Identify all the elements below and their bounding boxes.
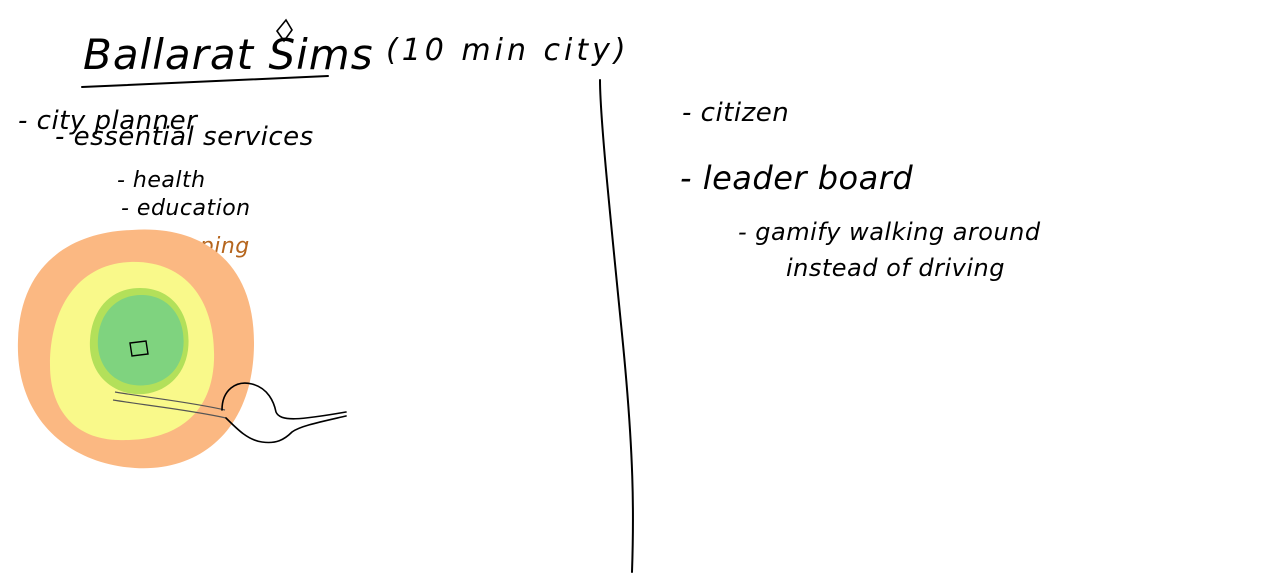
column-divider (599, 79, 634, 573)
essential-services-heading: - essential services (55, 122, 314, 152)
diamond-icon (275, 18, 293, 43)
center-square-icon (129, 340, 149, 357)
city-planner-heading: - city planner (18, 106, 198, 136)
list-item-health: - health (117, 168, 206, 193)
list-item-education: - education (121, 196, 251, 221)
ten-minute-zone-sketch (17, 229, 347, 469)
instead-of-driving-line: instead of driving (786, 254, 1005, 282)
citizen-heading: - citizen (682, 98, 790, 128)
road-line-upper (114, 391, 226, 411)
center-zone (97, 294, 184, 386)
leader-board-heading: - leader board (680, 159, 914, 197)
road-line-lower (112, 399, 227, 419)
subtitle: (10 min city) (386, 33, 630, 68)
path-outline (221, 382, 347, 444)
page-title: Ballarat Sims (83, 30, 374, 79)
gamify-line: - gamify walking around (738, 218, 1041, 246)
